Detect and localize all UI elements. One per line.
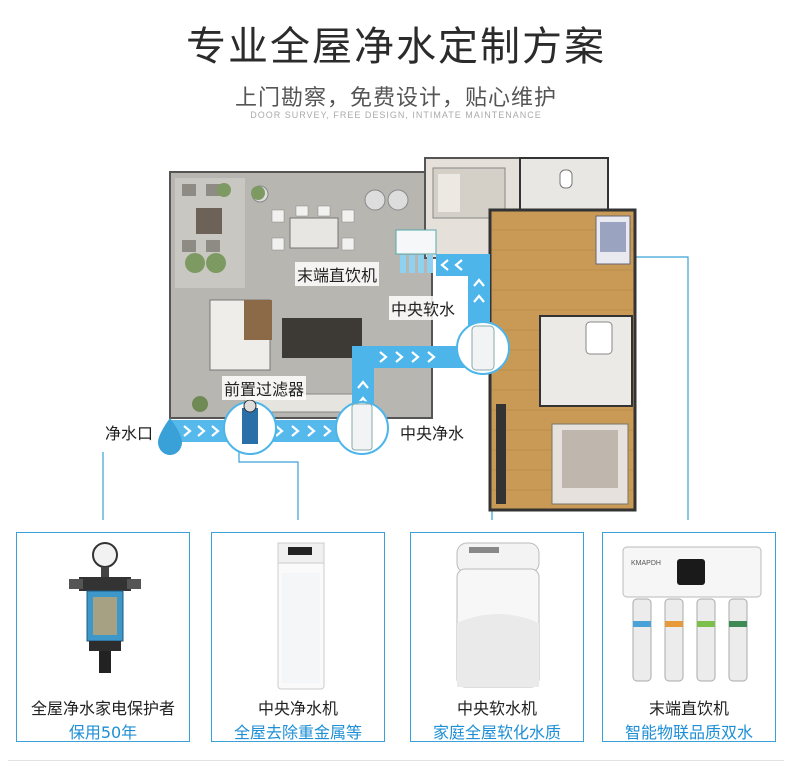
label-inlet: 净水口 [103,420,156,444]
label-softener: 中央软水 [389,296,458,320]
product-desc: 全屋去除重金属等 [233,723,362,742]
brand-mark: KMAPDH [631,560,661,567]
softener-image [456,542,540,688]
label-terminal: 末端直饮机 [295,262,380,286]
product-name: 中央净水机 [257,699,338,718]
purifier-image [277,542,325,690]
product-card-terminal: KMAPDH 末端直饮机 智能物联品质双水 [602,532,776,742]
page-title: 专业全屋净水定制方案 [186,24,606,70]
product-name: 中央软水机 [456,699,537,718]
product-desc: 智能物联品质双水 [624,723,753,742]
divider [8,760,784,761]
terminal-image: KMAPDH [622,546,762,682]
product-name: 全屋净水家电保护者 [30,699,175,718]
prefilter-image [69,542,141,673]
label-prefilter: 前置过滤器 [222,376,307,400]
product-card-purifier: 中央净水机 全屋去除重金属等 [211,532,385,742]
label-purifier: 中央净水 [398,420,467,444]
product-desc: 保用50年 [68,723,138,742]
product-card-prefilter: 全屋净水家电保护者 保用50年 [16,532,190,742]
water-drop-icon [158,418,182,455]
product-card-softener: 中央软水机 家庭全屋软化水质 [410,532,584,742]
floor-plan [102,157,689,520]
page-subtitle-english: DOOR SURVEY, FREE DESIGN, INTIMATE MAINT… [250,110,542,120]
product-name: 末端直饮机 [648,699,729,718]
product-desc: 家庭全屋软化水质 [432,723,561,742]
page-subtitle: 上门勘察，免费设计，贴心维护 [234,86,557,111]
